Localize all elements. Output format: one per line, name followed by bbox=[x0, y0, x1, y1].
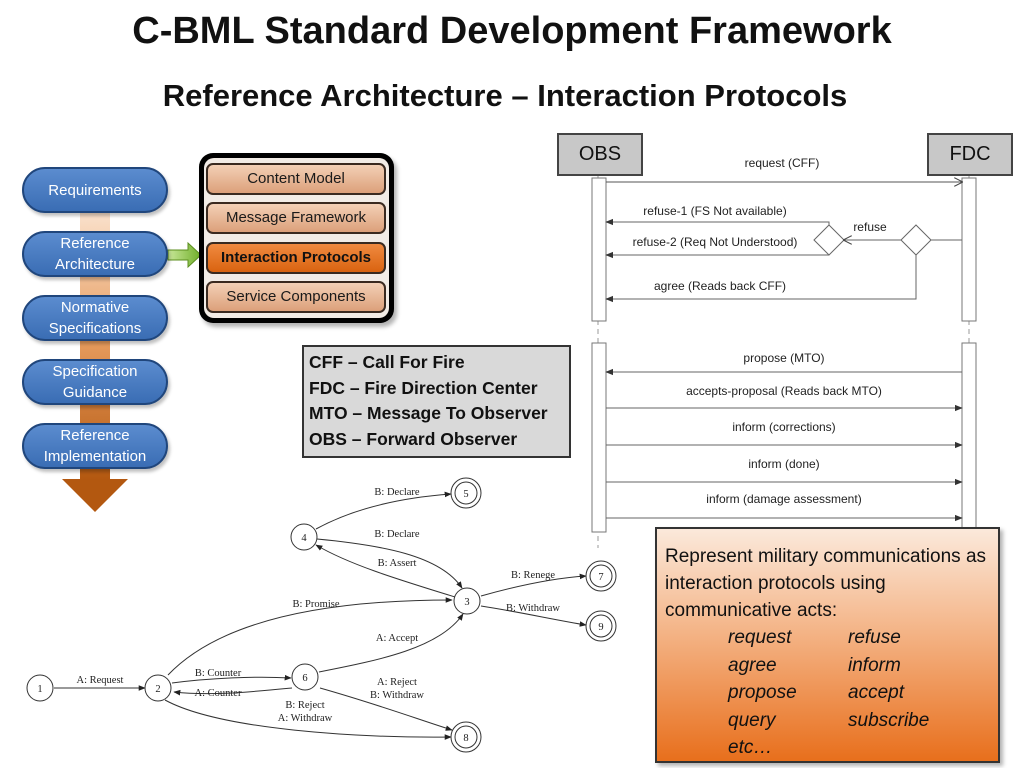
state-1: 1 bbox=[37, 684, 42, 695]
transition-a-withdraw: A: Withdraw bbox=[278, 713, 333, 724]
note-text: Represent military communications as int… bbox=[665, 546, 987, 621]
step-reference-architecture: Reference Architecture bbox=[22, 231, 168, 277]
state-6: 6 bbox=[302, 673, 307, 684]
act-subscribe: subscribe bbox=[848, 709, 930, 731]
msg-refuse: refuse bbox=[853, 220, 887, 234]
msg-accepts-proposal: accepts-proposal (Reads back MTO) bbox=[686, 384, 882, 398]
msg-inform-corrections: inform (corrections) bbox=[732, 420, 835, 434]
transition-b-declare-3: B: Declare bbox=[374, 529, 420, 540]
transition-b-withdraw: B: Withdraw bbox=[506, 603, 560, 614]
act-accept: accept bbox=[848, 682, 904, 703]
transition-b-assert: B: Assert bbox=[378, 558, 417, 569]
step-normative-specifications: Normative Specifications bbox=[22, 295, 168, 341]
state-4: 4 bbox=[301, 533, 307, 544]
transition-a-accept: A: Accept bbox=[376, 633, 418, 644]
actor-fdc: FDC bbox=[927, 133, 1013, 176]
slide-subtitle: Reference Architecture – Interaction Pro… bbox=[162, 78, 848, 113]
fdc-activation-1 bbox=[961, 177, 977, 322]
step-requirements: Requirements bbox=[22, 167, 168, 213]
act-refuse: refuse bbox=[848, 627, 901, 648]
transition-b-withdraw-8: B: Withdraw bbox=[370, 690, 424, 701]
abbreviation-mto: MTO – Message To Observer bbox=[309, 403, 548, 423]
actor-obs: OBS bbox=[557, 133, 643, 176]
state-2: 2 bbox=[155, 684, 160, 695]
msg-refuse-1: refuse-1 (FS Not available) bbox=[643, 204, 786, 218]
state-7: 7 bbox=[598, 572, 603, 583]
abbreviation-fdc: FDC – Fire Direction Center bbox=[309, 377, 538, 398]
act-inform: inform bbox=[848, 654, 901, 676]
transition-b-promise: B: Promise bbox=[293, 599, 340, 610]
act-agree: agree bbox=[728, 654, 777, 676]
msg-agree: agree (Reads back CFF) bbox=[654, 279, 786, 293]
transition-a-reject: A: Reject bbox=[377, 677, 417, 688]
state-3: 3 bbox=[464, 597, 469, 608]
step-specification-guidance: Specification Guidance bbox=[22, 359, 168, 405]
component-content-model: Content Model bbox=[206, 163, 386, 195]
msg-request: request (CFF) bbox=[745, 156, 820, 170]
msg-propose: propose (MTO) bbox=[743, 351, 824, 365]
obs-activation-1 bbox=[591, 177, 607, 322]
green-arrow-icon bbox=[167, 241, 202, 269]
state-8: 8 bbox=[463, 733, 468, 744]
abbreviation-legend: CFF – Call For Fire FDC – Fire Direction… bbox=[302, 345, 571, 458]
communicative-acts-note: Represent military communications as int… bbox=[655, 527, 1000, 763]
state-9: 9 bbox=[598, 622, 603, 633]
transition-b-reject: B: Reject bbox=[285, 700, 324, 711]
slide-title: C-BML Standard Development Framework bbox=[132, 10, 892, 52]
act-request: request bbox=[728, 627, 792, 648]
component-interaction-protocols: Interaction Protocols bbox=[206, 242, 386, 274]
transition-b-renege: B: Renege bbox=[511, 570, 555, 581]
component-message-framework: Message Framework bbox=[206, 202, 386, 234]
msg-inform-damage: inform (damage assessment) bbox=[706, 492, 861, 506]
obs-activation-2 bbox=[591, 342, 607, 533]
msg-inform-done: inform (done) bbox=[748, 457, 819, 471]
act-propose: propose bbox=[728, 682, 797, 703]
step-reference-implementation: Reference Implementation bbox=[22, 423, 168, 469]
state-5: 5 bbox=[463, 489, 468, 500]
act-query: query bbox=[728, 709, 776, 731]
transition-b-declare-5: B: Declare bbox=[374, 487, 420, 498]
transition-a-counter: A: Counter bbox=[195, 688, 242, 699]
transition-b-counter: B: Counter bbox=[195, 668, 242, 679]
acts-list: request refuse agree inform propose acce… bbox=[728, 624, 990, 762]
act-etc: etc… bbox=[728, 737, 773, 758]
msg-refuse-2: refuse-2 (Req Not Understood) bbox=[633, 235, 798, 249]
component-service-components: Service Components bbox=[206, 281, 386, 313]
transition-a-request: A: Request bbox=[77, 675, 124, 686]
abbreviation-obs: OBS – Forward Observer bbox=[309, 428, 518, 449]
abbreviation-cff: CFF – Call For Fire bbox=[309, 352, 465, 372]
